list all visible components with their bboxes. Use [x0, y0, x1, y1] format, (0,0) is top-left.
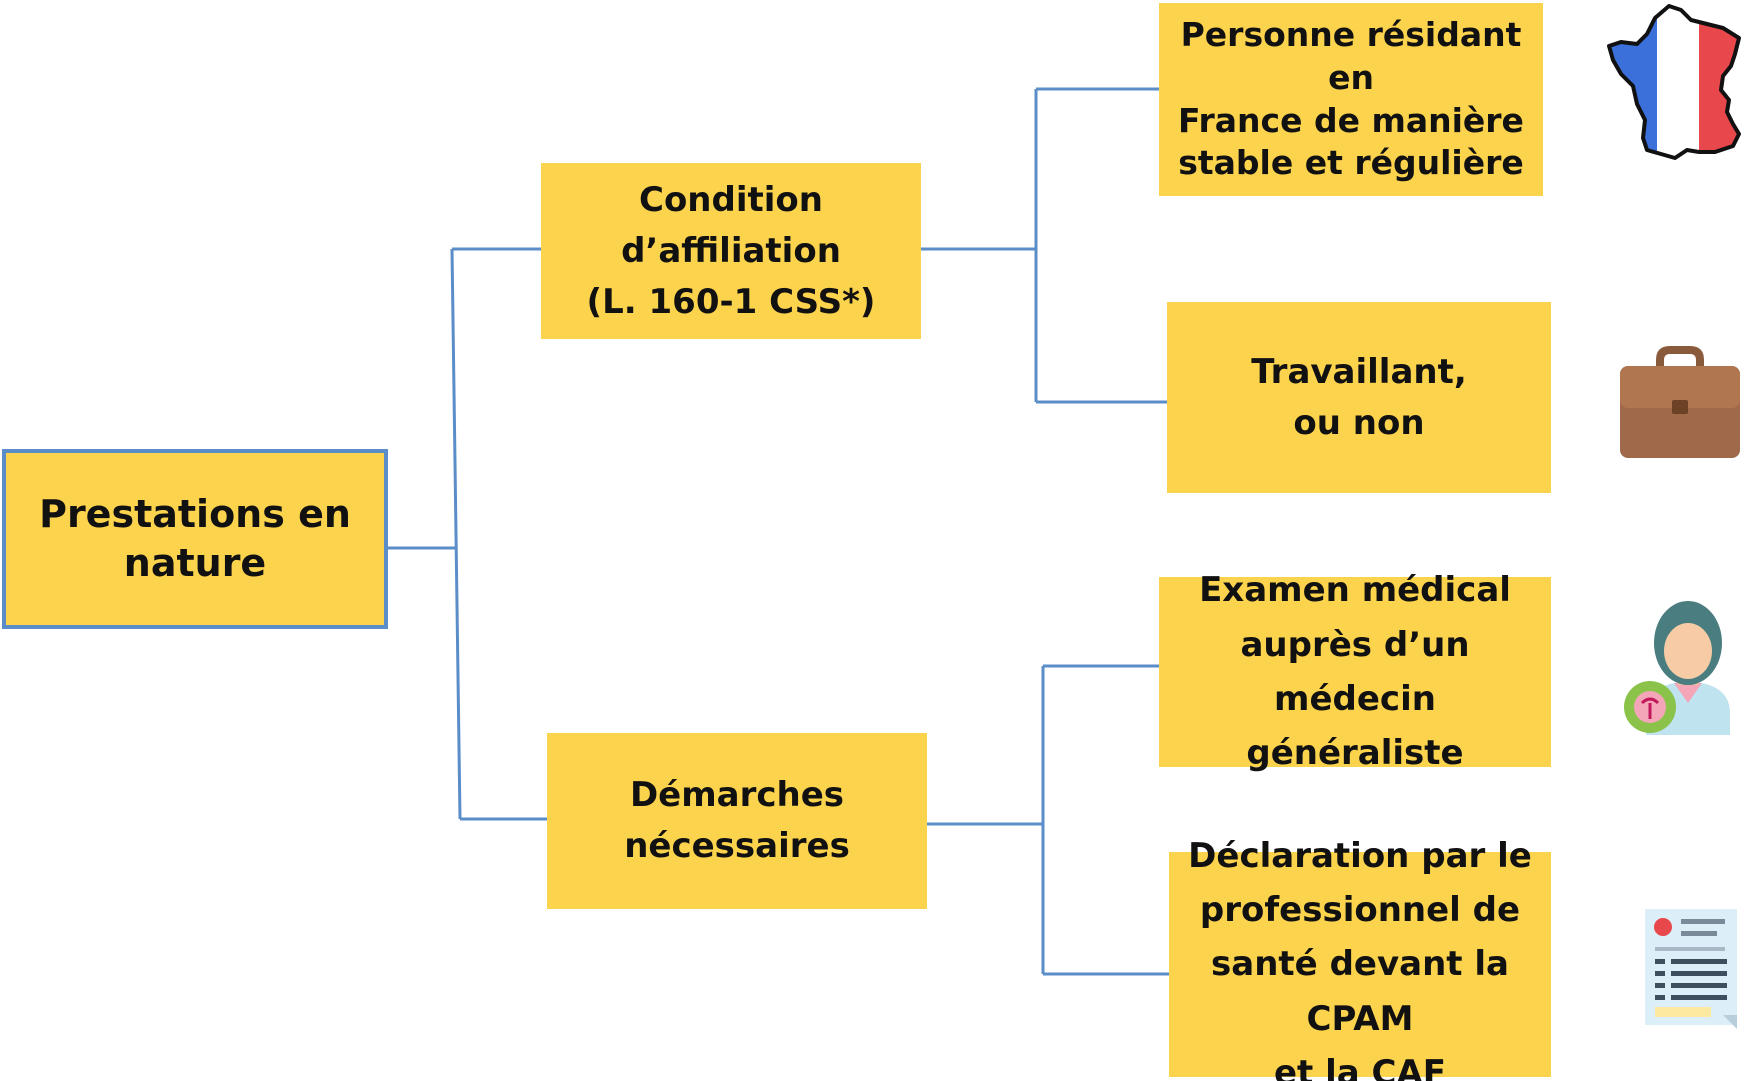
- residence-node: Personne résidant en France de manière s…: [1159, 3, 1543, 196]
- connector-trunk: [450, 248, 462, 820]
- condition-affiliation-node: Condition d’affiliation (L. 160-1 CSS*): [541, 163, 921, 339]
- root-node: Prestations en nature: [2, 449, 388, 629]
- declaration-node: Déclaration par le professionnel de sant…: [1169, 836, 1551, 1081]
- demarches-node: Démarches nécessaires: [547, 733, 927, 909]
- residence-label: Personne résidant en France de manière s…: [1178, 14, 1524, 183]
- france-map-icon: [1607, 2, 1747, 166]
- doctor-icon: [1622, 595, 1754, 739]
- examen-node: Examen médical auprès d’un médecin génér…: [1159, 570, 1551, 773]
- declaration-label: Déclaration par le professionnel de sant…: [1188, 835, 1532, 1081]
- travail-label: Travaillant, ou non: [1251, 351, 1467, 443]
- condition-affiliation-label: Condition d’affiliation (L. 160-1 CSS*): [586, 179, 876, 322]
- briefcase-icon: [1618, 338, 1742, 466]
- examen-label: Examen médical auprès d’un médecin génér…: [1199, 570, 1511, 774]
- root-label: Prestations en nature: [39, 491, 351, 585]
- travail-node: Travaillant, ou non: [1167, 302, 1551, 493]
- demarches-label: Démarches nécessaires: [624, 775, 850, 866]
- document-icon: [1643, 907, 1741, 1033]
